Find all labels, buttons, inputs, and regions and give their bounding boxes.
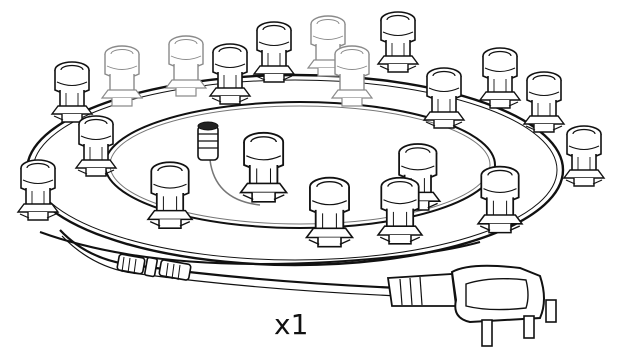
lamp-holder <box>147 161 193 230</box>
lamp-holder <box>51 61 93 123</box>
lamp-holder <box>477 165 523 234</box>
inline-connector <box>116 253 192 281</box>
cable-rings <box>25 73 565 297</box>
lamp-holder <box>377 11 419 73</box>
outer-cable-ring <box>25 73 565 267</box>
end-cap-connector <box>197 121 219 161</box>
lead-cable-edge <box>61 235 401 297</box>
lamp-holder <box>523 71 565 133</box>
lamp-holder <box>479 47 521 109</box>
lamp-holder <box>331 45 373 107</box>
lamp-holder <box>165 35 207 97</box>
lamp-holder <box>423 67 465 129</box>
lamp-holder <box>75 115 117 177</box>
lower-cable <box>39 231 481 265</box>
lamp-holder <box>101 45 143 107</box>
lamp-holder <box>17 159 59 221</box>
lamp-holder <box>377 176 423 245</box>
lamp-holder <box>253 21 295 83</box>
end-cap-cable <box>209 159 261 206</box>
mains-plug <box>386 264 557 347</box>
lamp-holder <box>239 131 288 203</box>
lamp-holder <box>563 125 605 187</box>
lamp-holder <box>209 43 251 105</box>
outer-cable-ring-inner-edge <box>32 79 558 261</box>
lamp-holder <box>305 176 354 248</box>
quantity-label: x1 <box>274 308 309 341</box>
